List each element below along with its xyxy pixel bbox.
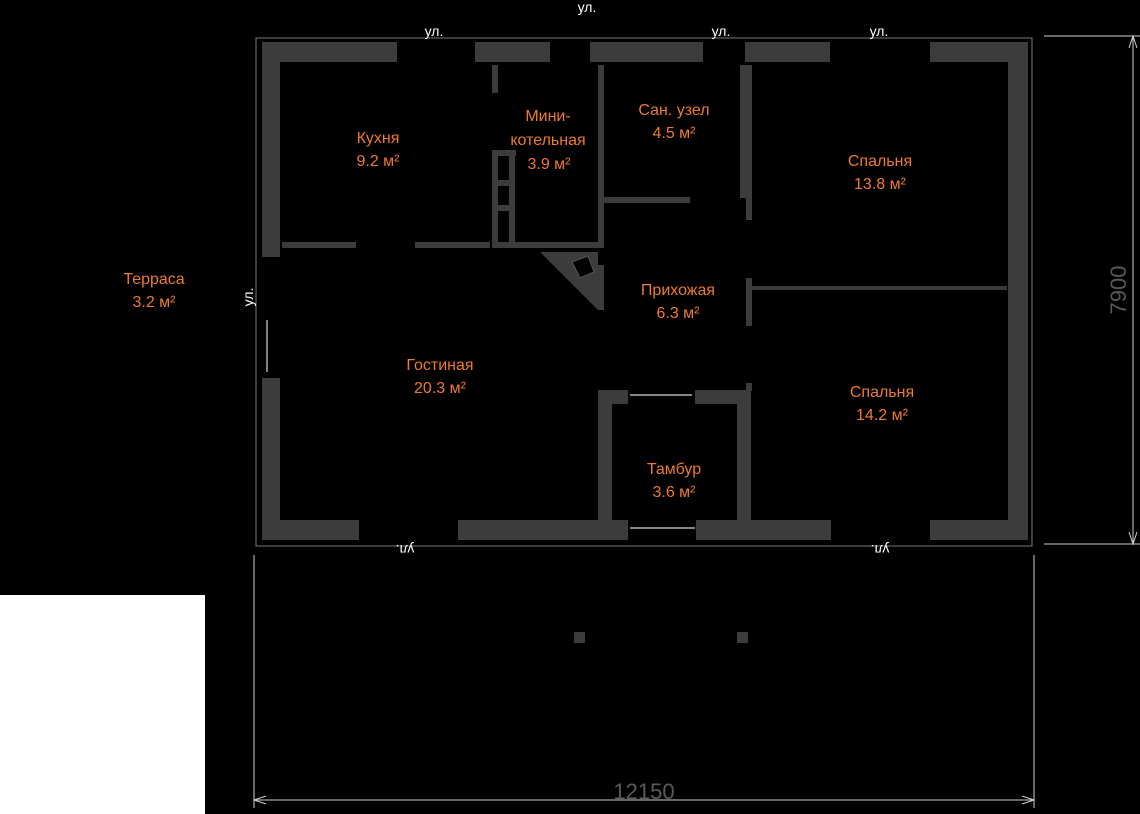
street-label: ул.	[240, 288, 256, 307]
street-label: ул.	[712, 23, 731, 39]
room-name: Кухня	[357, 130, 400, 147]
room-name: Прихожая	[641, 282, 715, 299]
room-area: 20.3 м²	[414, 380, 467, 397]
room-name: Тамбур	[647, 461, 701, 478]
room-area: 3.2 м²	[132, 294, 176, 311]
room-name: Спальня	[850, 384, 914, 401]
dimension-lines	[252, 34, 1140, 808]
room-area: 14.2 м²	[856, 407, 909, 424]
dimension-height: 7900	[1106, 266, 1131, 315]
street-label: ул.	[425, 23, 444, 39]
street-label: ул.	[578, 0, 597, 15]
room-area: 6.3 м²	[656, 305, 700, 322]
street-labels: ул. ул. ул. ул. ул. ул. ул.	[240, 0, 889, 558]
fireplace	[571, 255, 595, 279]
post-right	[737, 632, 748, 643]
room-area: 9.2 м²	[356, 153, 400, 170]
room-name: котельная	[510, 132, 585, 149]
room-area: 3.6 м²	[652, 484, 696, 501]
room-name: Терраса	[123, 271, 184, 288]
room-labels: Кухня 9.2 м² Мини- котельная 3.9 м² Сан.…	[123, 102, 914, 501]
room-name: Сан. узел	[638, 102, 709, 119]
street-label: ул.	[871, 542, 890, 558]
room-name: Гостиная	[406, 357, 473, 374]
walls	[262, 42, 1028, 540]
room-name: Спальня	[848, 153, 912, 170]
dimension-width: 12150	[613, 779, 674, 804]
street-label: ул.	[396, 542, 415, 558]
room-area: 13.8 м²	[854, 176, 907, 193]
outer-contour	[255, 37, 1033, 547]
room-area: 3.9 м²	[527, 156, 571, 173]
post-left	[574, 632, 585, 643]
room-area: 4.5 м²	[652, 125, 696, 142]
room-name: Мини-	[525, 108, 570, 125]
windows	[266, 320, 695, 529]
street-label: ул.	[870, 23, 889, 39]
blank-panel	[0, 595, 205, 814]
